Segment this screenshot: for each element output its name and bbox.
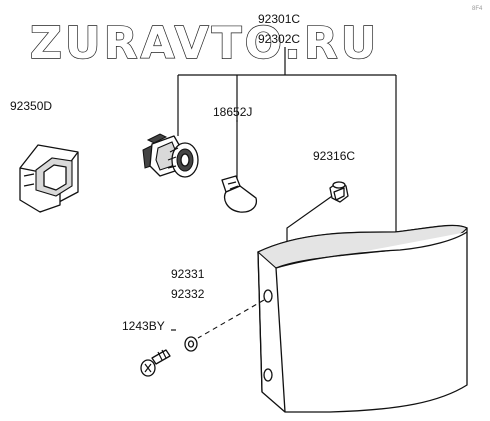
label-92316c: 92316C xyxy=(313,149,355,163)
corner-mark: 8F4 xyxy=(472,6,483,12)
lamp-housing-part xyxy=(257,224,468,413)
label-92331: 92331 xyxy=(171,267,205,281)
socket-cover-part xyxy=(19,144,79,213)
assembly-leader-lines xyxy=(177,47,397,255)
label-1243by: 1243BY xyxy=(122,319,165,333)
bulb-socket-part xyxy=(142,133,199,178)
label-92332: 92332 xyxy=(171,287,205,301)
label-92301c: 92301C xyxy=(258,12,300,26)
bolt-leader-line xyxy=(197,299,265,339)
washer-part xyxy=(184,336,198,352)
label-18652j: 18652J xyxy=(213,105,252,119)
watermark-text: ZURAVTO.RU xyxy=(30,18,379,69)
screw-clip-part xyxy=(329,181,349,203)
bulb-part xyxy=(221,175,258,213)
bolt-part xyxy=(140,349,171,377)
label-92350d: 92350D xyxy=(10,99,52,113)
label-92302c: 92302C xyxy=(258,32,300,46)
